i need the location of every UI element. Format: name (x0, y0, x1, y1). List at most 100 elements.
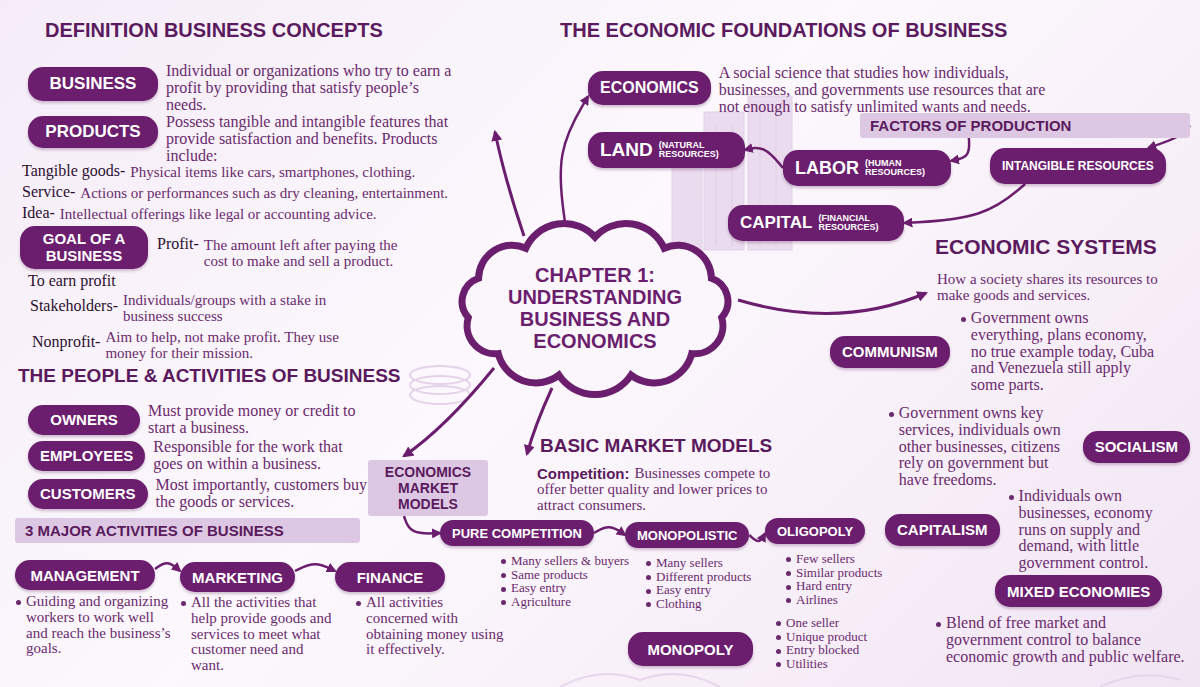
description-block: A social science that studies how indivi… (719, 65, 1069, 115)
note-text: Aim to help, not make profit. They use m… (105, 330, 360, 362)
concept-node: MONOPOLY One sellerUnique productEntry bl… (628, 616, 888, 671)
band-text: FACTORS OF PRODUCTION (870, 117, 1071, 134)
bullet-text: Many sellers (645, 556, 751, 570)
description-block: All the activities that help provide goo… (180, 595, 335, 674)
pill-shape: BUSINESS (28, 67, 158, 101)
pill-text: EMPLOYEES (40, 447, 133, 464)
concept-node: FINANCEAll activities concerned with obt… (335, 562, 525, 658)
pill-shape: COMMUNISM (830, 336, 950, 368)
concept-node: BUSINESS Individual or organizations who … (28, 63, 468, 113)
description-block: All activities concerned with obtaining … (355, 595, 505, 658)
bullet-text: Airlines (785, 593, 882, 607)
central-title: CHAPTER 1: UNDERSTANDING BUSINESS AND EC… (493, 264, 698, 352)
pill-shape: EMPLOYEES (28, 441, 145, 471)
bullet-text: Utilities (775, 657, 867, 671)
description-text: Responsible for the work that goes on wi… (153, 439, 373, 473)
connector-arrow (745, 148, 783, 168)
concept-node: MIXED ECONOMIES Blend of free market and … (935, 575, 1193, 665)
concept-node: COMMUNISM Government owns everything, pla… (830, 310, 1195, 394)
note-text: Intellectual offerings like legal or acc… (60, 207, 500, 223)
pill-shape: MARKETING (180, 562, 295, 592)
note-text: Businesses compete to offer better quali… (537, 466, 787, 513)
pill-shape: LAND(NATURAL RESOURCES) (588, 132, 745, 168)
bullet-text: Easy entry (500, 581, 629, 595)
concept-node: OLIGOPOLY Few sellersSimilar productsHard… (765, 518, 905, 607)
description-text: A social science that studies how indivi… (719, 65, 1069, 115)
description-block: Most importantly, customers buy the good… (156, 477, 376, 511)
pill-shape: PRODUCTS (28, 116, 158, 148)
pill-text: CAPITALISM (897, 521, 988, 538)
term-label: Service- (22, 184, 75, 201)
concept-node: CAPITALISM Individuals own businesses, ec… (885, 488, 1195, 572)
concept-node: PRODUCTSPossess tangible and intangible … (28, 114, 468, 164)
pill-text: MIXED ECONOMIES (1007, 583, 1150, 600)
pill-text: (HUMAN RESOURCES) (865, 159, 939, 178)
pill-text: CUSTOMERS (40, 485, 136, 502)
description-block: Must provide money or credit to start a … (148, 403, 368, 437)
section-heading: BASIC MARKET MODELS (540, 436, 772, 456)
note-text: Competition: (537, 466, 629, 482)
section-arrow (404, 368, 494, 456)
coins-illustration (410, 366, 470, 404)
bullet-text: Agriculture (500, 595, 629, 609)
description-text: To earn profit (28, 273, 116, 290)
pill-shape: ECONOMICS (588, 71, 711, 105)
section-heading: THE PEOPLE & ACTIVITIES OF BUSINESS (18, 366, 401, 386)
pill-text: COMMUNISM (842, 343, 938, 360)
pill-shape: CAPITAL (FINANCIAL RESOURCES) (728, 205, 904, 241)
pill-shape: MONOPOLISTIC (625, 522, 749, 548)
pill-shape: OLIGOPOLY (765, 518, 865, 544)
pill-text: MANAGEMENT (30, 567, 139, 584)
pill-text: MARKETING (192, 569, 283, 586)
connector-arrow (295, 564, 335, 571)
concept-node: SOCIALISM Government owns key services, i… (870, 405, 1190, 489)
concept-node: MARKETING All the activities that help pr… (180, 562, 350, 674)
note-text: Actions or performances such as dry clea… (80, 186, 520, 202)
concept-node: GOAL OF A BUSINESSTo earn profit (20, 226, 170, 290)
bullet-text: All activities concerned with obtaining … (355, 595, 505, 658)
concept-node: MANAGEMENTGuiding and organizing workers… (15, 560, 180, 657)
pill-text: (FINANCIAL RESOURCES) (818, 214, 892, 233)
description-block: Government owns key services, individual… (888, 405, 1073, 489)
description-text: Must provide money or credit to start a … (148, 403, 368, 437)
section-heading: THE ECONOMIC FOUNDATIONS OF BUSINESS (560, 20, 1007, 41)
description-block: To earn profit (28, 273, 116, 290)
concept-node: CAPITAL (FINANCIAL RESOURCES) (728, 205, 904, 241)
description-text: Individual or organizations who try to e… (166, 63, 461, 113)
band-text: ECONOMICS MARKET MODELS (378, 464, 478, 512)
section-arrow (495, 132, 524, 236)
pill-shape: LABOR(HUMAN RESOURCES) (783, 150, 951, 186)
term-label: Stakeholders- (30, 298, 118, 315)
description-block: Many sellersDifferent productsEasy entry… (645, 556, 751, 611)
pill-shape: MONOPOLY (628, 632, 753, 666)
term-label: Tangible goods- (22, 163, 125, 180)
concept-node: INTANGIBLE RESOURCES (990, 148, 1166, 184)
bullet-text: Hard entry (785, 579, 882, 593)
bullet-text: Unique product (775, 630, 867, 644)
bullet-text: Different products (645, 570, 751, 584)
description-block: Individual or organizations who try to e… (166, 63, 461, 113)
bullet-text: Many sellers & buyers (500, 554, 629, 568)
connector-arrow (749, 534, 765, 541)
pill-text: BUSINESS (50, 74, 137, 94)
pill-shape: SOCIALISM (1083, 431, 1190, 463)
bullet-text: Same products (500, 568, 629, 582)
connector-arrow (904, 184, 1025, 223)
pill-shape: CUSTOMERS (28, 479, 148, 509)
pill-text: ECONOMICS (600, 79, 699, 97)
description-block: Individuals own businesses, economy runs… (1008, 488, 1183, 572)
description-block: One sellerUnique productEntry blockedUti… (775, 616, 867, 671)
description-block: Government owns everything, plans econom… (960, 310, 1160, 394)
concept-node: ECONOMICS MARKET MODELS (368, 460, 488, 516)
pill-text: OWNERS (50, 411, 118, 428)
concept-node: MONOPOLISTIC Many sellersDifferent produc… (625, 522, 775, 611)
bullet-text: Few sellers (785, 552, 882, 566)
pill-text: CAPITAL (740, 213, 812, 233)
connector-arrow (951, 138, 969, 161)
bullet-text: Similar products (785, 566, 882, 580)
concept-node: 3 MAJOR ACTIVITIES OF BUSINESS (15, 518, 360, 543)
bullet-text: Blend of free market and government cont… (935, 615, 1185, 665)
concept-node: ECONOMICSA social science that studies h… (588, 65, 1058, 115)
pill-text: OLIGOPOLY (777, 524, 853, 539)
